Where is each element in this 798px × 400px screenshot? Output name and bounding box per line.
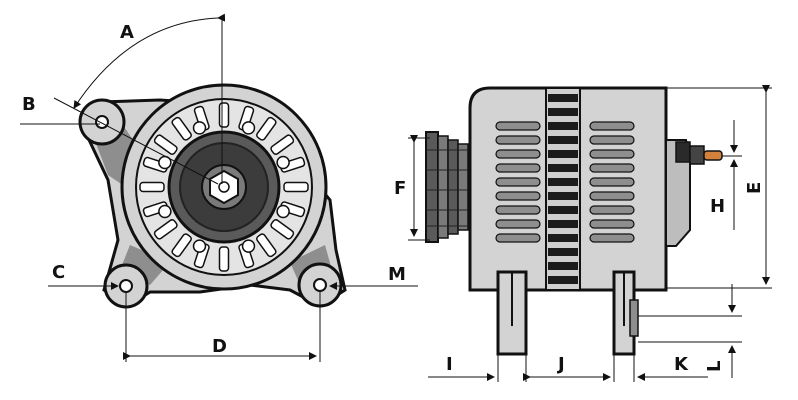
stator-stripe bbox=[548, 178, 578, 186]
stator-stripe bbox=[548, 234, 578, 242]
side-vent-fins-front bbox=[495, 121, 541, 243]
label-i: I bbox=[446, 354, 453, 375]
label-d: D bbox=[212, 336, 227, 357]
stator-stripe bbox=[548, 276, 578, 284]
label-l: L bbox=[704, 361, 725, 372]
vent-fin bbox=[495, 177, 541, 187]
label-c: C bbox=[52, 262, 65, 283]
vent-fin bbox=[495, 121, 541, 131]
label-k: K bbox=[674, 354, 689, 375]
vent-fin bbox=[589, 163, 635, 173]
label-b: B bbox=[22, 94, 36, 115]
label-f: F bbox=[394, 178, 406, 199]
vent-slot bbox=[256, 116, 277, 141]
stator-stripe bbox=[548, 206, 578, 214]
vent-slot bbox=[139, 181, 165, 193]
stator-stripe bbox=[548, 220, 578, 228]
label-j: J bbox=[556, 354, 565, 375]
dim-leader-b bbox=[53, 97, 219, 185]
mount-ear-top-left bbox=[78, 98, 126, 146]
vent-fin bbox=[495, 191, 541, 201]
side-vent-fins-rear bbox=[589, 121, 635, 243]
stator-laminations bbox=[548, 94, 578, 284]
terminal-nut bbox=[689, 145, 705, 165]
vent-slot bbox=[171, 233, 192, 258]
stator-stripe bbox=[548, 122, 578, 130]
stator-stripe bbox=[548, 108, 578, 116]
stator-stripe bbox=[548, 136, 578, 144]
front-ventilation-slots bbox=[139, 102, 309, 272]
stator-stripe bbox=[548, 164, 578, 172]
stator-stripe bbox=[548, 192, 578, 200]
vent-hole bbox=[241, 121, 256, 135]
stator-stripe bbox=[548, 248, 578, 256]
vent-fin bbox=[589, 233, 635, 243]
vent-fin bbox=[495, 149, 541, 159]
vent-slot bbox=[218, 102, 230, 128]
vent-fin bbox=[495, 135, 541, 145]
vent-fin bbox=[589, 135, 635, 145]
vent-slot bbox=[218, 246, 230, 272]
label-a: A bbox=[120, 22, 134, 43]
vent-fin bbox=[589, 177, 635, 187]
label-m: M bbox=[388, 264, 406, 285]
vent-slot bbox=[270, 134, 295, 155]
vent-slot bbox=[171, 116, 192, 141]
vent-slot bbox=[283, 181, 309, 193]
stator-stripe bbox=[548, 94, 578, 102]
dim-arc-a bbox=[73, 13, 226, 109]
vent-fin bbox=[589, 149, 635, 159]
shaft-center bbox=[218, 181, 230, 193]
stator-stripe bbox=[548, 262, 578, 270]
vent-hole bbox=[241, 239, 256, 253]
vent-fin bbox=[589, 205, 635, 215]
side-view bbox=[408, 85, 772, 382]
vent-slot bbox=[153, 134, 178, 155]
side-pulley bbox=[425, 131, 469, 243]
vent-slot bbox=[256, 233, 277, 258]
vent-hole bbox=[192, 121, 207, 135]
rear-cover bbox=[665, 139, 691, 247]
stator-band bbox=[545, 87, 581, 291]
vent-hole bbox=[158, 204, 172, 219]
label-e: E bbox=[744, 182, 765, 194]
vent-fin bbox=[589, 191, 635, 201]
stator-stripe bbox=[548, 150, 578, 158]
vent-fin bbox=[495, 205, 541, 215]
vent-fin bbox=[495, 163, 541, 173]
front-view bbox=[20, 13, 418, 362]
vent-fin bbox=[589, 121, 635, 131]
rear-leg-tab bbox=[629, 299, 639, 337]
vent-slot bbox=[153, 219, 178, 240]
terminal-insulator bbox=[675, 141, 691, 163]
vent-fin bbox=[495, 219, 541, 229]
vent-hole bbox=[276, 155, 290, 170]
vent-hole bbox=[192, 239, 207, 253]
vent-fin bbox=[589, 219, 635, 229]
vent-hole bbox=[276, 204, 290, 219]
vent-fin bbox=[495, 233, 541, 243]
vent-slot bbox=[270, 219, 295, 240]
terminal-stud bbox=[703, 150, 723, 161]
label-h: H bbox=[710, 196, 725, 217]
